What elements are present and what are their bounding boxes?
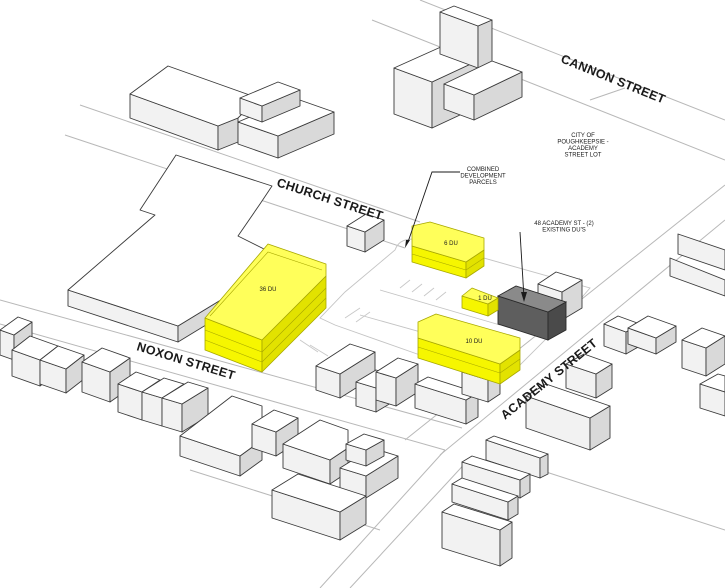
annotation-line: DEVELOPMENT (460, 174, 506, 180)
unit-label-36du: 36 DU (259, 287, 276, 293)
proposed-building-6du (411, 221, 485, 279)
building (239, 81, 301, 123)
building (439, 5, 493, 69)
context-buildings (0, 5, 725, 567)
existing-building-48-academy (496, 285, 568, 341)
building (271, 473, 367, 541)
proposed-building-1du (461, 287, 499, 317)
building (485, 435, 549, 479)
building (443, 60, 523, 121)
unit-label-1du: 1 DU (478, 296, 492, 302)
building (282, 419, 349, 485)
building (346, 213, 385, 253)
annotation-line: 48 ACADEMY ST - (2) (534, 221, 593, 227)
leader-lines (405, 171, 527, 302)
building (375, 357, 419, 407)
annotation-city-lot: CITY OF POUGHKEEPSIE - ACADEMY STREET LO… (557, 133, 608, 159)
building (161, 381, 209, 433)
annotation-line: EXISTING DU'S (542, 228, 586, 234)
proposed-building-10du (417, 313, 521, 385)
building (669, 233, 725, 297)
building (315, 343, 376, 399)
building (681, 327, 725, 377)
annotation-line: STREET LOT (565, 153, 602, 159)
street-label-church: CHURCH STREET (275, 176, 385, 224)
building (525, 383, 611, 451)
annotation-line: COMBINED (467, 167, 500, 173)
building (39, 345, 85, 394)
building (345, 433, 385, 467)
building (441, 503, 513, 567)
unit-label-10du: 10 DU (465, 339, 482, 345)
building (237, 97, 335, 159)
annotation-line: ACADEMY (568, 146, 598, 152)
annotation-line: PARCELS (469, 180, 497, 186)
building (451, 477, 519, 521)
unit-label-6du: 6 DU (444, 241, 458, 247)
proposed-building-36du (204, 243, 327, 373)
street-label-cannon: CANNON STREET (559, 52, 668, 107)
annotation-combined-parcels: COMBINED DEVELOPMENT PARCELS (460, 167, 506, 186)
annotation-line: CITY OF (571, 133, 595, 139)
building (627, 315, 677, 355)
annotation-existing-units: 48 ACADEMY ST - (2) EXISTING DU'S (534, 221, 593, 234)
building (129, 65, 259, 151)
annotation-line: POUGHKEEPSIE - (557, 140, 608, 146)
building (565, 353, 613, 399)
building (251, 409, 299, 457)
building (461, 455, 531, 499)
building (699, 373, 725, 417)
